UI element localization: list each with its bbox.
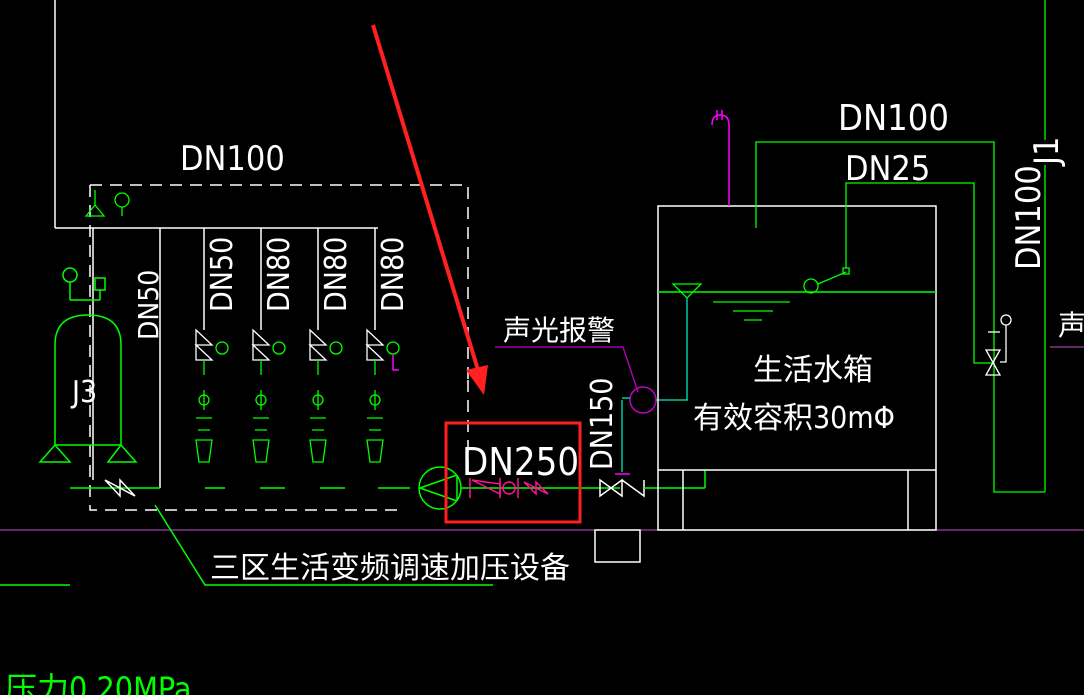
float-valve-icon: [803, 278, 819, 294]
dn250-label: DN250: [462, 440, 579, 484]
j1-label: J1: [1027, 137, 1067, 167]
dn100-left-label: DN100: [180, 139, 285, 179]
red-arrow-icon: [371, 24, 488, 395]
vent-cap-icon: [711, 110, 730, 206]
check-valve-icon: [255, 394, 267, 406]
right-edge-label: 声: [1058, 309, 1084, 342]
pump-icon: [195, 417, 213, 463]
pump-branch: [194, 228, 229, 463]
gate-valve-icon: [308, 328, 328, 361]
dn100-vertical-label: DN100: [1009, 165, 1049, 270]
check-valve-icon: [469, 478, 549, 498]
tank-piping: [671, 0, 1046, 493]
gate-valve-icon: [599, 478, 645, 498]
dn50-tank-label: DN50: [132, 270, 165, 340]
sump-pit: [594, 529, 641, 563]
overflow-funnel-icon: [671, 283, 703, 299]
alarm-label: 声光报警: [503, 314, 615, 347]
pump-branch-label: DN80: [319, 237, 354, 312]
pump-branch: [308, 228, 343, 463]
pressure-gauge-icon: [215, 341, 229, 355]
pressure-gauge-icon: [272, 341, 286, 355]
signal-line: [392, 355, 399, 371]
pressure-tank-j3: [38, 267, 138, 463]
pump-icon: [309, 417, 327, 463]
dn150-label: DN150: [585, 378, 620, 470]
gate-valve-icon: [365, 328, 385, 361]
float-control-valve-icon: [984, 314, 1012, 376]
pump-branch-label: DN80: [262, 237, 297, 312]
tank-name: 生活水箱: [753, 353, 873, 388]
pump-branch-label: DN80: [376, 237, 411, 312]
pump-branch: [251, 228, 286, 463]
pump-branch: [365, 228, 400, 463]
dn100-top-label: DN100: [838, 98, 949, 139]
red-highlight-box: [444, 421, 582, 524]
check-valve-icon: [198, 394, 210, 406]
main-pump-icon: [418, 466, 462, 510]
pressure-gauge-icon: [84, 190, 130, 217]
check-valve-icon: [369, 394, 381, 406]
sensor-pipe: [622, 397, 688, 401]
equipment-note: 三区生活变频调速加压设备: [210, 551, 570, 586]
pressure-gauge-icon: [329, 341, 343, 355]
gate-valve-icon: [251, 328, 271, 361]
pump-set-boundary: [89, 184, 469, 511]
tank-volume: 有效容积30mΦ: [693, 401, 895, 436]
dn25-label: DN25: [845, 149, 930, 189]
alarm-sensor-icon: [629, 386, 657, 414]
tank-j3-label: J3: [70, 375, 97, 410]
pump-icon: [252, 417, 270, 463]
pressure-note: 压力0.20MPa: [5, 670, 192, 695]
pressure-gauge-icon: [386, 341, 400, 355]
pump-branches: DN50 DN80 DN80 DN80: [194, 228, 411, 463]
water-tank: [657, 205, 937, 531]
pump-icon: [366, 417, 384, 463]
alarm-leader-line: [495, 346, 639, 393]
equipment-leader-line: [154, 504, 493, 586]
gate-valve-icon: [104, 478, 136, 498]
gate-valve-icon: [194, 328, 214, 361]
pump-branch-label: DN50: [205, 237, 240, 312]
check-valve-icon: [312, 394, 324, 406]
